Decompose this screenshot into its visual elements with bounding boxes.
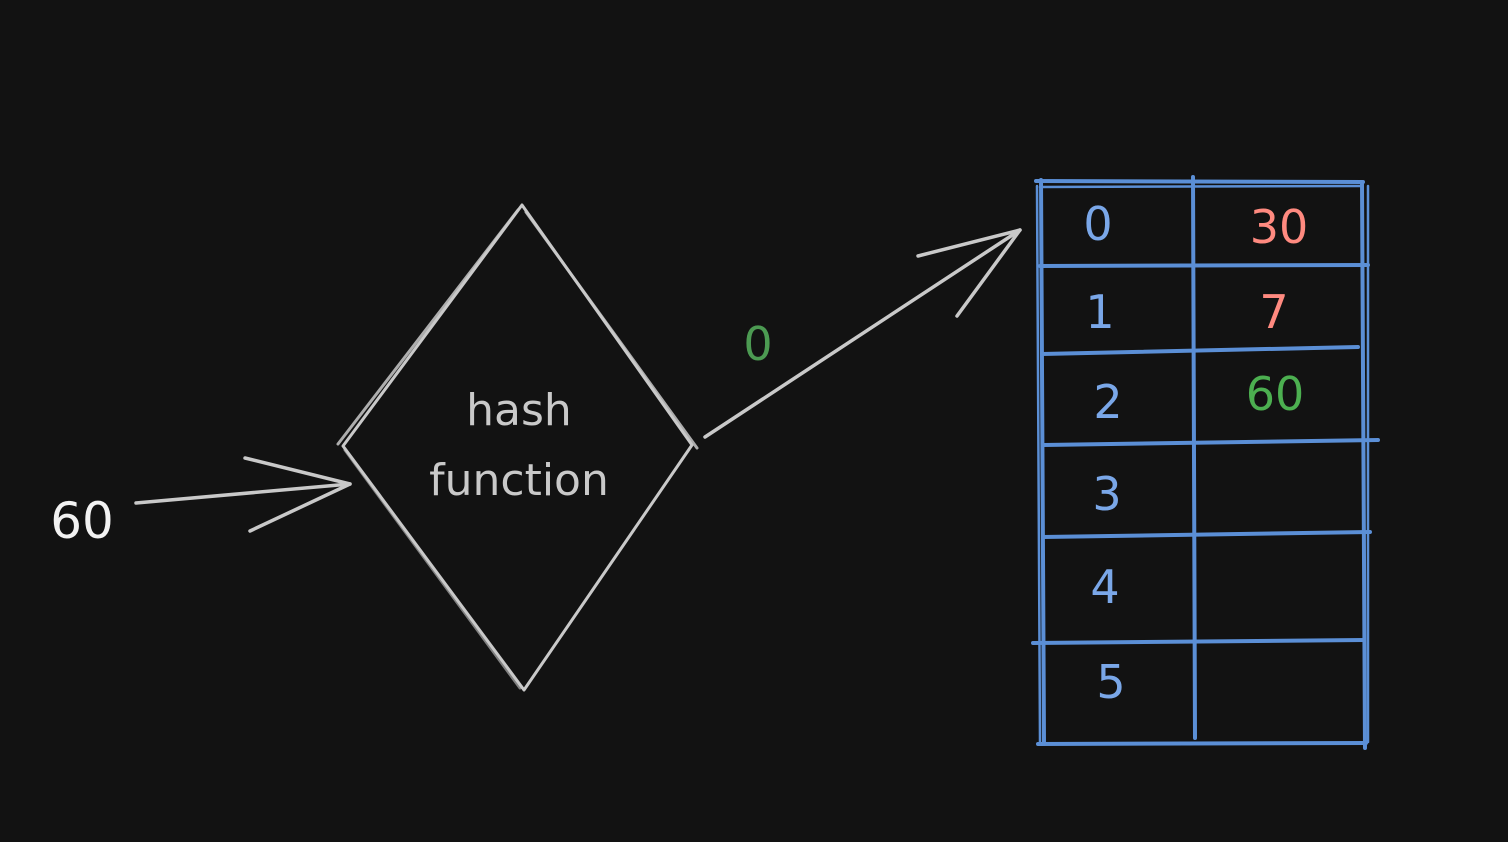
value-cell: 30	[1250, 200, 1309, 254]
hash-function-label-line2: function	[429, 455, 609, 506]
value-cell: 7	[1259, 285, 1288, 339]
index-cell: 5	[1096, 655, 1125, 709]
table-value-column: 30 7 60	[1246, 200, 1309, 421]
hash-function-diamond	[336, 203, 699, 692]
hash-function-label-line1: hash	[466, 385, 572, 436]
value-cell: 60	[1246, 367, 1305, 421]
edge-label: 0	[743, 317, 772, 371]
input-value: 60	[50, 492, 114, 550]
table-index-column: 0 1 2 3 4 5	[1083, 197, 1125, 709]
index-cell: 3	[1092, 467, 1121, 521]
index-cell: 2	[1093, 375, 1122, 429]
index-cell: 0	[1083, 197, 1112, 251]
input-arrow	[134, 456, 352, 533]
output-arrow	[703, 228, 1022, 439]
index-cell: 1	[1085, 285, 1114, 339]
hash-table-grid	[1031, 175, 1380, 750]
index-cell: 4	[1090, 560, 1119, 614]
